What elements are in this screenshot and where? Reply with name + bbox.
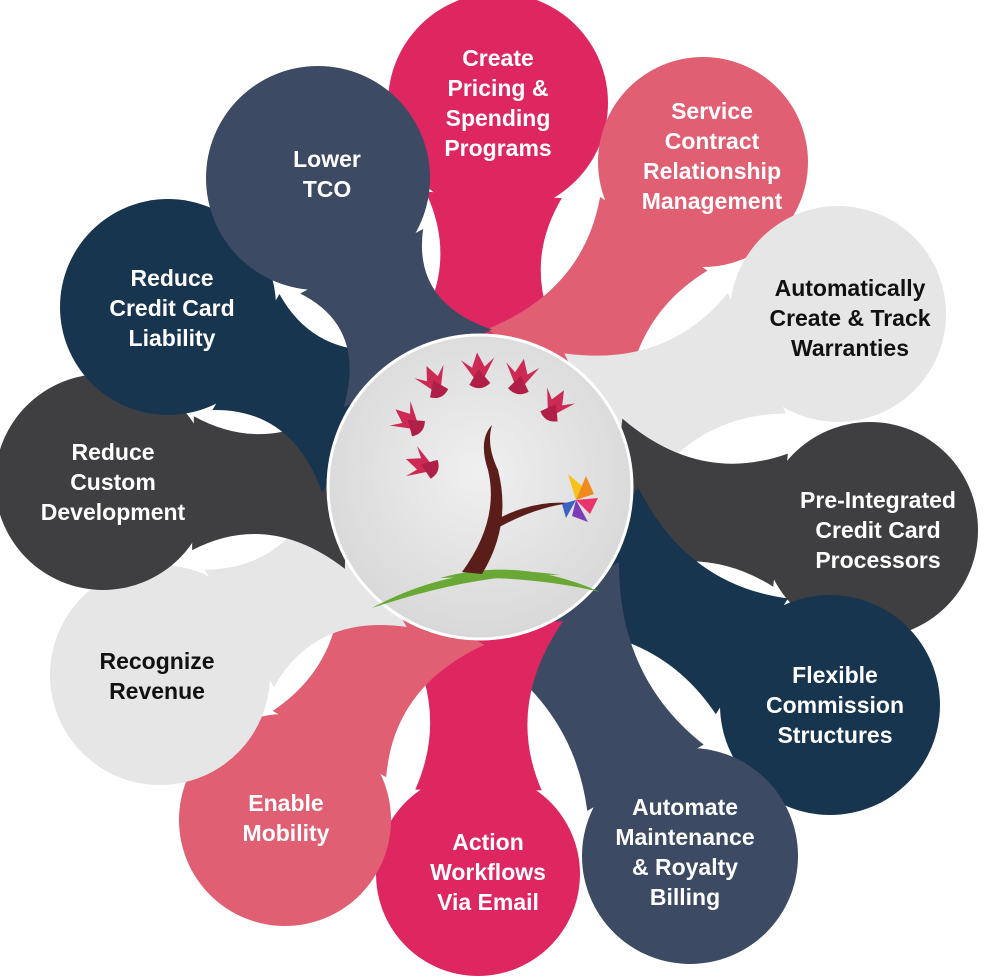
petal-circle [376,772,580,976]
petal-label-line: Recognize [99,648,214,674]
branch-icon [492,502,570,530]
petal-label-line: TCO [303,176,352,202]
leaf-icon [506,358,540,395]
petal-label-line: Pricing & [448,75,549,101]
fan-flower-icon [562,474,598,522]
petal-label-line: Structures [777,722,892,748]
leaf-icon [389,401,425,437]
petal-label-line: Mobility [243,820,330,846]
petal-circle [720,595,940,815]
leaf-icon [414,364,449,399]
petal-label-line: Action [452,829,524,855]
petal-label-line: Liability [129,325,216,351]
petal-label-line: Reduce [71,439,154,465]
petal-label-line: Create [462,45,534,71]
petal-circle [179,714,391,926]
petal-label-line: Lower [293,146,361,172]
petal-circle [598,57,808,267]
petal-label-line: & Royalty [632,854,738,880]
petal-circle [388,0,608,213]
petal-label-line: Relationship [643,158,781,184]
petal-label-line: Warranties [791,335,909,361]
petal-circle [206,66,430,290]
trunk-icon [462,425,503,574]
petal-label-line: Service [671,98,753,124]
petal-label-line: Maintenance [615,824,754,850]
petal-label-line: Billing [650,884,720,910]
grass-right-icon [440,569,600,592]
petal-label-line: Commission [766,692,904,718]
petal-label-line: Custom [70,469,156,495]
grass-left-icon [372,571,560,608]
petal-label-line: Workflows [430,859,546,885]
petal-label-line: Management [642,188,783,214]
petal-circle [730,206,946,422]
petal-circle [50,565,270,785]
petal-label-line: Processors [815,547,940,573]
petal-label-line: Development [41,499,186,525]
petal-label-line: Create & Track [769,305,930,331]
petal-label-line: Via Email [437,889,539,915]
center-hub [326,333,634,641]
petal-label-line: Programs [444,135,551,161]
petal-circle [60,199,276,415]
petal-circle [762,422,978,638]
leaf-icon [460,352,495,389]
petal-label-line: Reduce [130,265,213,291]
petal-label-line: Pre-Integrated [800,487,956,513]
petal-label-line: Spending [446,105,551,131]
petal-label-line: Flexible [792,662,878,688]
petal-label-line: Contract [665,128,760,154]
petal-label-line: Automate [632,794,738,820]
tree-logo-icon [372,352,600,608]
petal-label-line: Revenue [109,678,205,704]
leaf-icon [405,446,439,479]
petal-label-line: Automatically [775,275,926,301]
petal-label-line: Credit Card [109,295,234,321]
petal-circle [582,748,798,964]
leaf-icon [540,387,575,422]
petal-label-line: Credit Card [815,517,940,543]
petal-label-line: Enable [248,790,323,816]
petal-circle [0,374,211,590]
